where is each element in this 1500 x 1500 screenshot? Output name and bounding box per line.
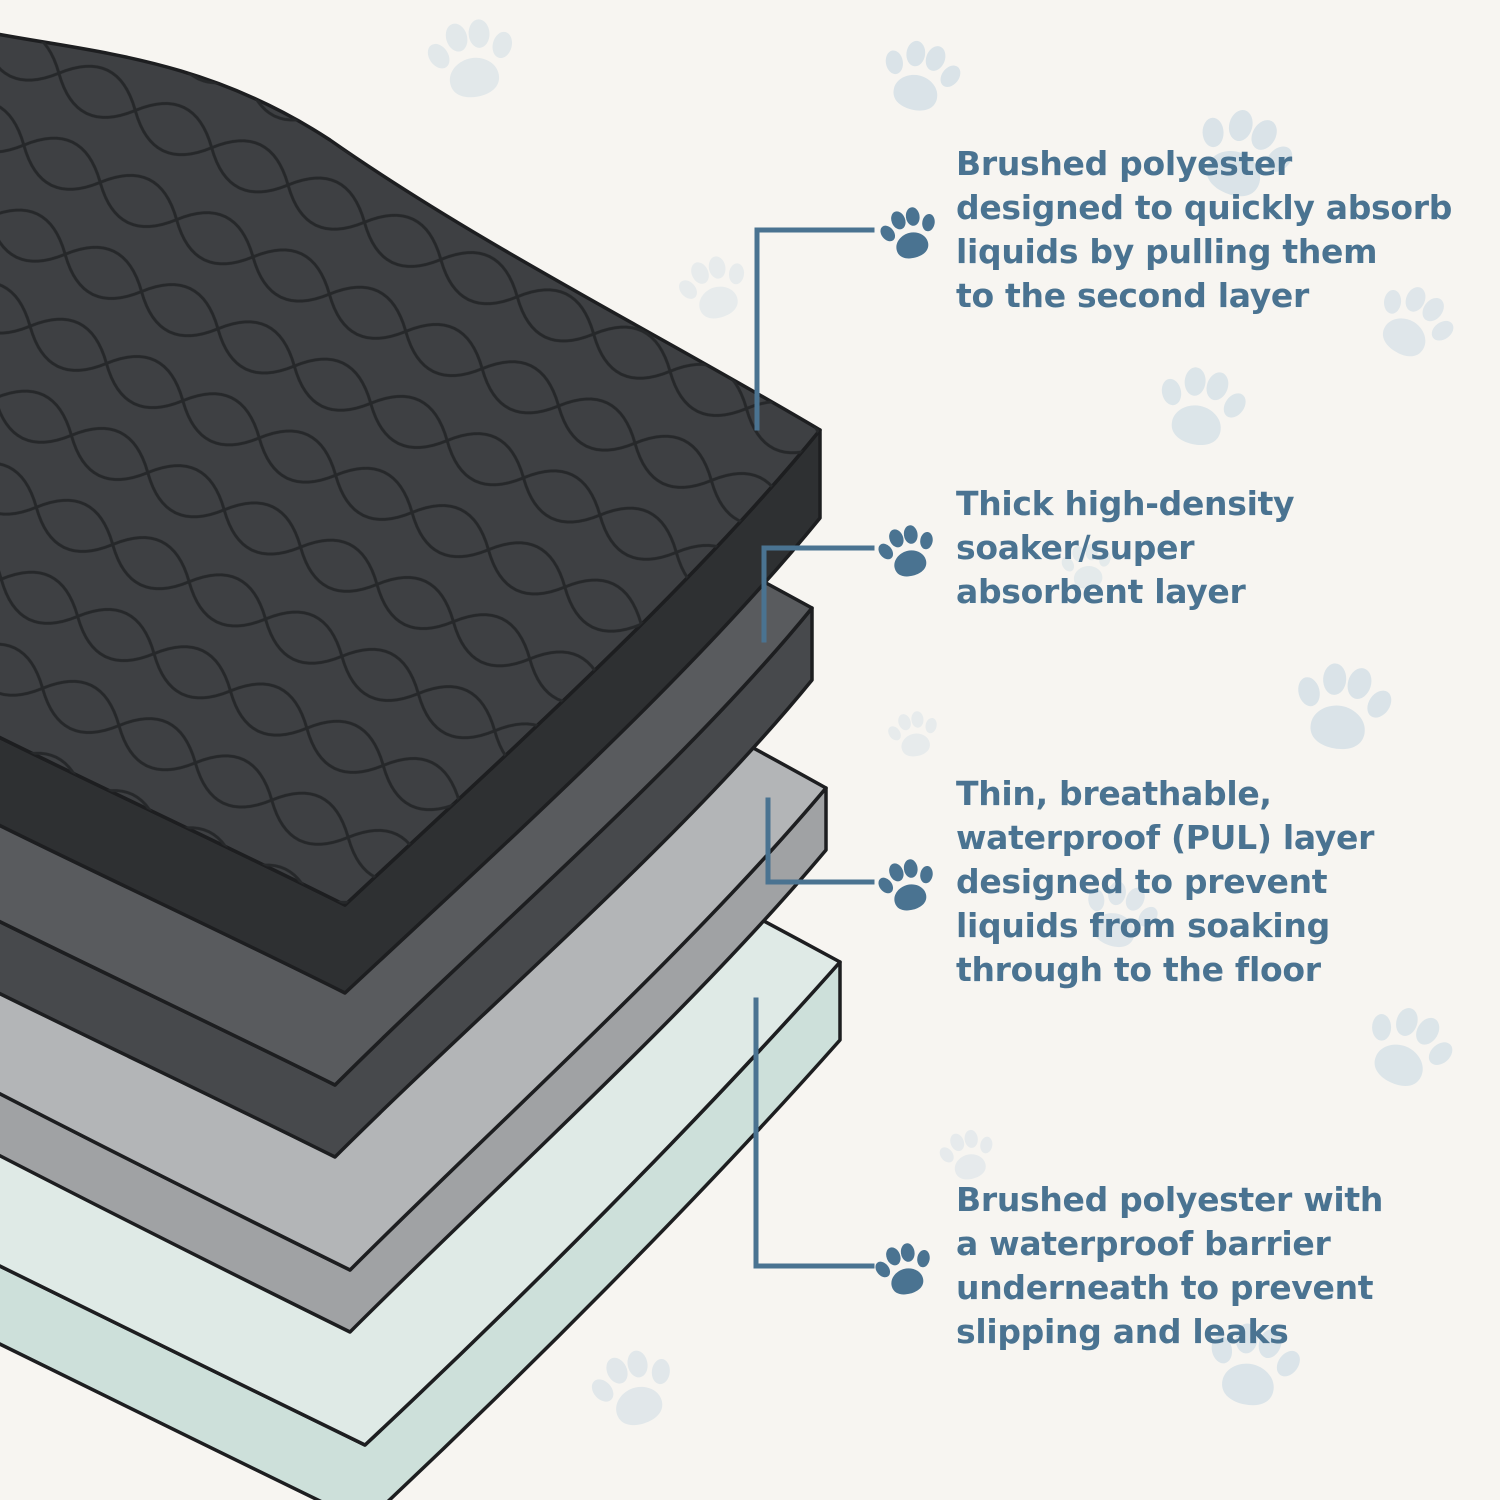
paw-icon xyxy=(873,200,946,266)
callout-text-pul-layer: Thin, breathable, waterproof (PUL) layer… xyxy=(956,774,1375,989)
callout-lines xyxy=(753,227,875,1269)
layer1-quilt-pattern xyxy=(0,34,820,905)
callout-line-top-layer xyxy=(754,227,875,431)
paw-icon xyxy=(868,1236,941,1302)
paw-icon xyxy=(871,518,944,584)
callout-text-top-layer: Brushed polyester designed to quickly ab… xyxy=(956,144,1453,315)
layer-quilted-top xyxy=(0,32,822,995)
callout-text-soaker-layer: Thick high-density soaker/super absorben… xyxy=(956,484,1295,611)
callout-line-pul-layer xyxy=(765,797,875,885)
callout-text-bottom-layer: Brushed polyester with a waterproof barr… xyxy=(956,1180,1384,1351)
callout-line-bottom-layer xyxy=(753,997,875,1269)
callout-line-soaker-layer xyxy=(761,545,875,643)
paw-icon xyxy=(871,852,944,918)
